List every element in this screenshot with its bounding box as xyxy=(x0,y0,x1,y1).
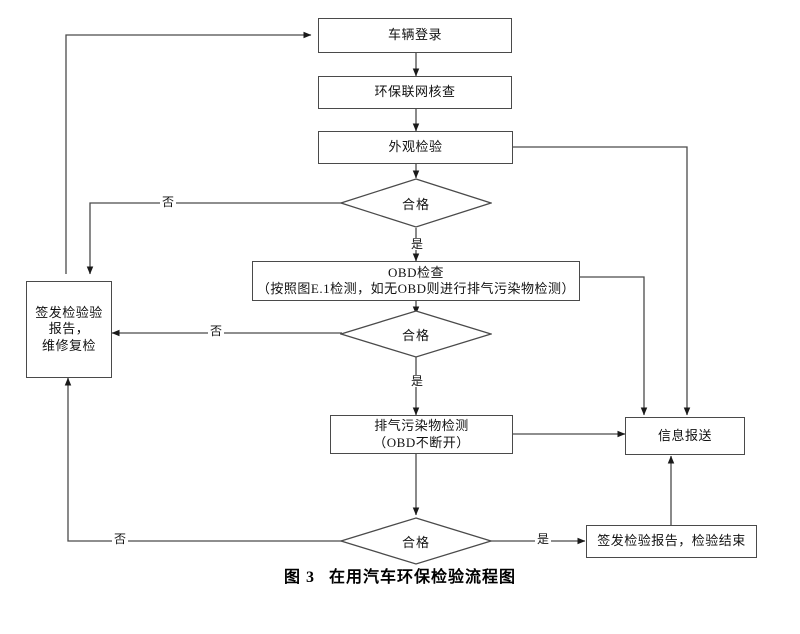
figure-caption: 图 3 在用汽车环保检验流程图 xyxy=(0,563,800,587)
node-issue-report-repair-line3: 维修复检 xyxy=(41,337,96,353)
node-obd-check[interactable]: OBD检查 （按照图E.1检测，如无OBD则进行排气污染物检测） xyxy=(252,261,580,301)
edge-appearance-to-inforeport xyxy=(513,146,691,416)
node-info-report[interactable]: 信息报送 xyxy=(625,417,745,455)
node-appearance-inspection-label: 外观检验 xyxy=(388,139,443,155)
node-info-report-label: 信息报送 xyxy=(657,427,712,443)
node-appearance-inspection[interactable]: 外观检验 xyxy=(318,131,513,164)
node-obd-check-line1: OBD检查 xyxy=(388,264,444,280)
node-issue-report-repair-line2: 报告， xyxy=(48,321,90,337)
node-vehicle-login-label: 车辆登录 xyxy=(387,27,442,43)
edge-decision3-no-to-issue-repair xyxy=(64,377,342,542)
edge-decision1-no-to-issue-repair xyxy=(86,202,342,275)
node-env-network-check[interactable]: 环保联网核查 xyxy=(318,76,512,109)
edge-label-appearance-no: 否 xyxy=(160,195,177,209)
figure-caption-title: 在用汽车环保检验流程图 xyxy=(329,569,517,586)
edge-label-emission-no: 否 xyxy=(112,532,129,546)
edge-label-appearance-yes: 是 xyxy=(409,237,426,251)
decision-emission-pass-label: 合格 xyxy=(401,534,430,550)
edge-label-obd-yes: 是 xyxy=(409,374,426,388)
node-env-network-check-label: 环保联网核查 xyxy=(374,84,456,100)
node-emission-test[interactable]: 排气污染物检测 （OBD不断开） xyxy=(330,415,513,454)
decision-appearance-pass-label: 合格 xyxy=(401,196,430,212)
node-obd-check-line2: （按照图E.1检测，如无OBD则进行排气污染物检测） xyxy=(256,281,576,296)
decision-obd-pass-label: 合格 xyxy=(401,327,430,343)
decision-appearance-pass[interactable]: 合格 xyxy=(340,178,492,228)
node-issue-report-repair-line1: 签发检验验 xyxy=(35,305,103,321)
edge-label-obd-no: 否 xyxy=(208,324,225,338)
edge-label-emission-yes: 是 xyxy=(535,532,552,546)
decision-obd-pass[interactable]: 合格 xyxy=(340,310,492,358)
edge-issue-repair-to-login xyxy=(65,31,312,274)
decision-emission-pass[interactable]: 合格 xyxy=(340,517,492,565)
figure-caption-number: 图 3 xyxy=(283,569,315,586)
node-issue-report-repair[interactable]: 签发检验验 报告， 维修复检 xyxy=(26,281,112,378)
node-emission-test-line1: 排气污染物检测 xyxy=(374,418,469,434)
node-emission-test-line2: （OBD不断开） xyxy=(373,434,470,450)
node-issue-report-end-label: 签发检验报告，检验结束 xyxy=(597,533,746,549)
node-vehicle-login[interactable]: 车辆登录 xyxy=(318,18,512,53)
node-issue-report-end[interactable]: 签发检验报告，检验结束 xyxy=(586,525,757,558)
edge-obd-to-inforeport xyxy=(580,276,648,416)
